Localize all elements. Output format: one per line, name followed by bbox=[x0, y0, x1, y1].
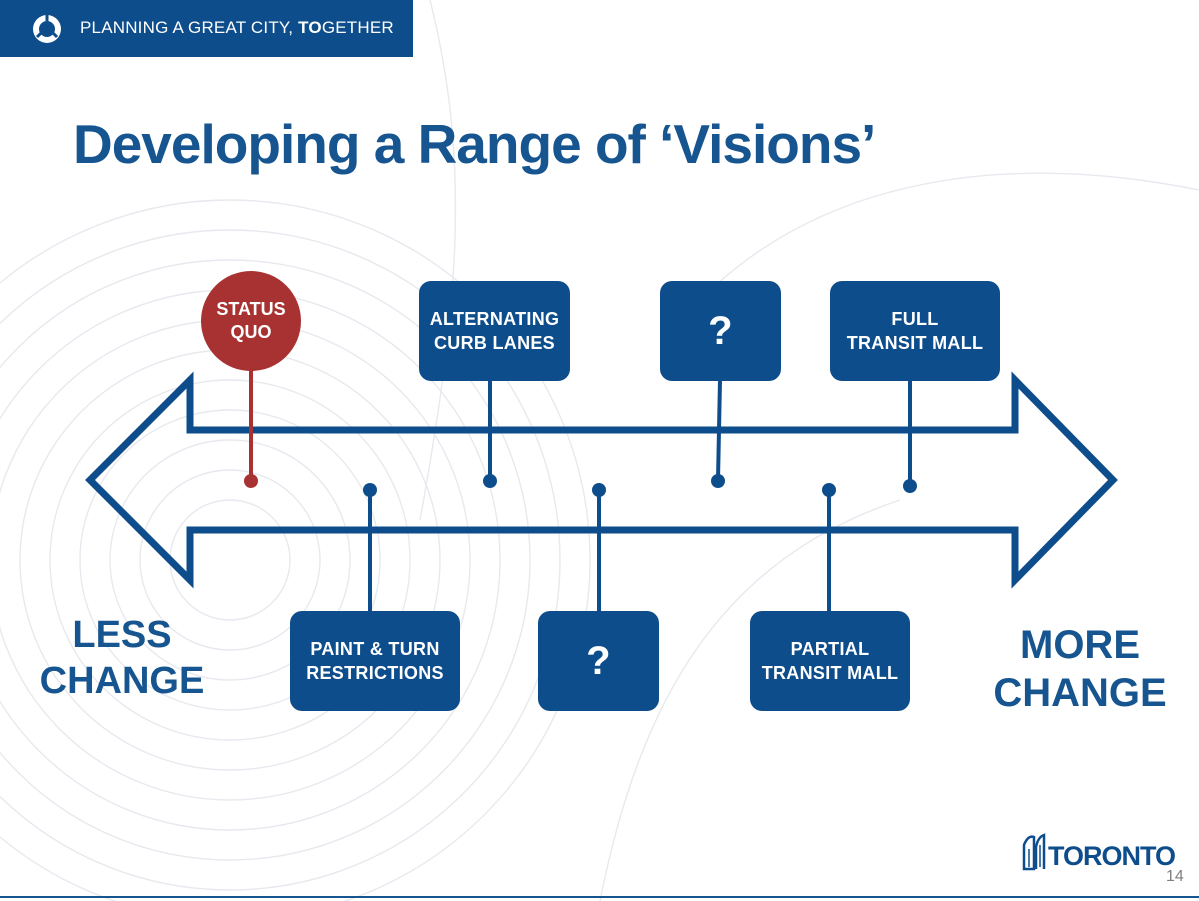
status-quo-circle: STATUS QUO bbox=[201, 271, 301, 371]
box-partial-transit-mall: PARTIAL TRANSIT MALL bbox=[750, 611, 910, 711]
toronto-city-hall-icon bbox=[1022, 833, 1046, 871]
toronto-logo-text: TORONTO bbox=[1048, 841, 1176, 871]
box-question-top: ? bbox=[660, 281, 781, 381]
dot-full-transit bbox=[903, 479, 917, 493]
dot-question-top bbox=[711, 474, 725, 488]
connector-question-top bbox=[716, 379, 722, 481]
box-paint-turn-restrictions: PAINT & TURN RESTRICTIONS bbox=[290, 611, 460, 711]
more-change-label: MORE CHANGE bbox=[993, 623, 1167, 715]
less-change-label: LESS CHANGE bbox=[39, 614, 205, 702]
dot-status-quo bbox=[244, 474, 258, 488]
double-arrow bbox=[85, 371, 1118, 589]
dot-partial-transit bbox=[822, 483, 836, 497]
dot-question-bottom bbox=[592, 483, 606, 497]
city-ring-icon bbox=[33, 15, 61, 43]
dot-alternating bbox=[483, 474, 497, 488]
box-full-transit-mall: FULL TRANSIT MALL bbox=[830, 281, 1000, 381]
footer-rule bbox=[0, 896, 1199, 898]
header-banner: PLANNING A GREAT CITY, TOGETHER bbox=[0, 0, 413, 57]
dot-paint-turn bbox=[363, 483, 377, 497]
box-alternating-curb-lanes: ALTERNATING CURB LANES bbox=[419, 281, 570, 381]
box-question-bottom: ? bbox=[538, 611, 659, 711]
banner-text: PLANNING A GREAT CITY, TOGETHER bbox=[80, 18, 394, 37]
page-title: Developing a Range of ‘Visions’ bbox=[73, 113, 876, 175]
page-number: 14 bbox=[1166, 868, 1184, 885]
